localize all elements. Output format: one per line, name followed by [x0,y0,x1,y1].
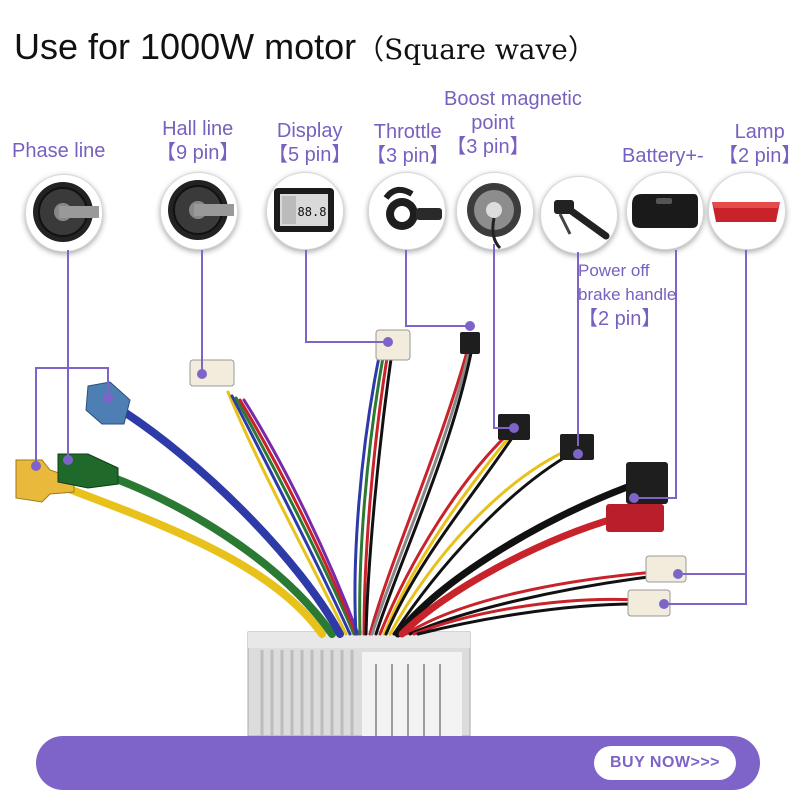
buy-now-button[interactable]: BUY NOW>>> [594,746,736,780]
hub-motor-icon [33,182,99,242]
title-main: Use for 1000W motor [14,26,357,67]
tail-lamp-icon [712,202,780,222]
battery-pack-icon [632,194,698,228]
label-display: Display 【5 pin】 [268,120,352,166]
wire-bundle [36,346,658,638]
brake-lever-icon [554,200,610,240]
label-brake-handle: Power off brake handle 【2 pin】 [578,261,677,330]
lcd-display-icon: 88.8 [274,188,334,232]
label-hall-line: Hall line 【9 pin】 [156,118,240,164]
display-reading: 88.8 [298,205,327,219]
connection-dots [31,321,683,609]
thumb-throttle-icon [383,186,442,230]
title-sub: （Square wave） [356,33,596,66]
hub-motor-icon [168,180,234,240]
pas-sensor-icon [467,183,521,250]
label-battery: Battery+- [622,145,704,167]
controller-box [247,631,471,737]
label-throttle: Throttle 【3 pin】 [366,121,450,167]
leader-lines [35,244,747,605]
label-boost-magnetic-point: Boost magnetic point 【3 pin】 [444,88,582,158]
label-phase-line: Phase line [12,140,106,162]
label-lamp: Lamp 【2 pin】 [718,121,800,167]
connectors [15,329,687,617]
page-title: Use for 1000W motor（Square wave） [14,26,596,68]
